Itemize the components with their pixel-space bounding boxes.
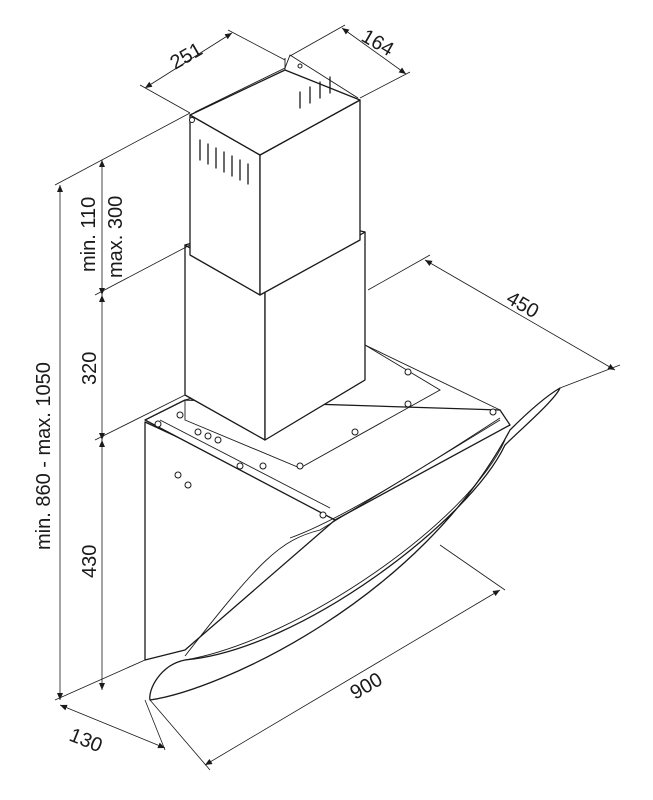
- dim-chimney-depth: 164: [358, 25, 398, 61]
- dim-adjust-max: max. 300: [105, 196, 127, 278]
- hood-back-box: [144, 340, 511, 661]
- vent-slots-front: [199, 139, 249, 185]
- upper-chimney: [189, 54, 361, 296]
- vent-slots-side: [299, 76, 331, 109]
- dim-chimney-width: 251: [167, 39, 207, 75]
- dimension-lines: [54, 24, 621, 771]
- dim-base-depth: 130: [66, 724, 105, 757]
- dim-lower-chimney-height: 320: [79, 352, 101, 385]
- dim-hood-depth: 450: [503, 287, 543, 323]
- dim-total-height: min. 860 - max. 1050: [33, 362, 55, 550]
- dim-hood-width: 900: [347, 669, 387, 705]
- dim-body-height: 430: [79, 545, 101, 578]
- dim-adjust-min: min. 110: [78, 197, 100, 272]
